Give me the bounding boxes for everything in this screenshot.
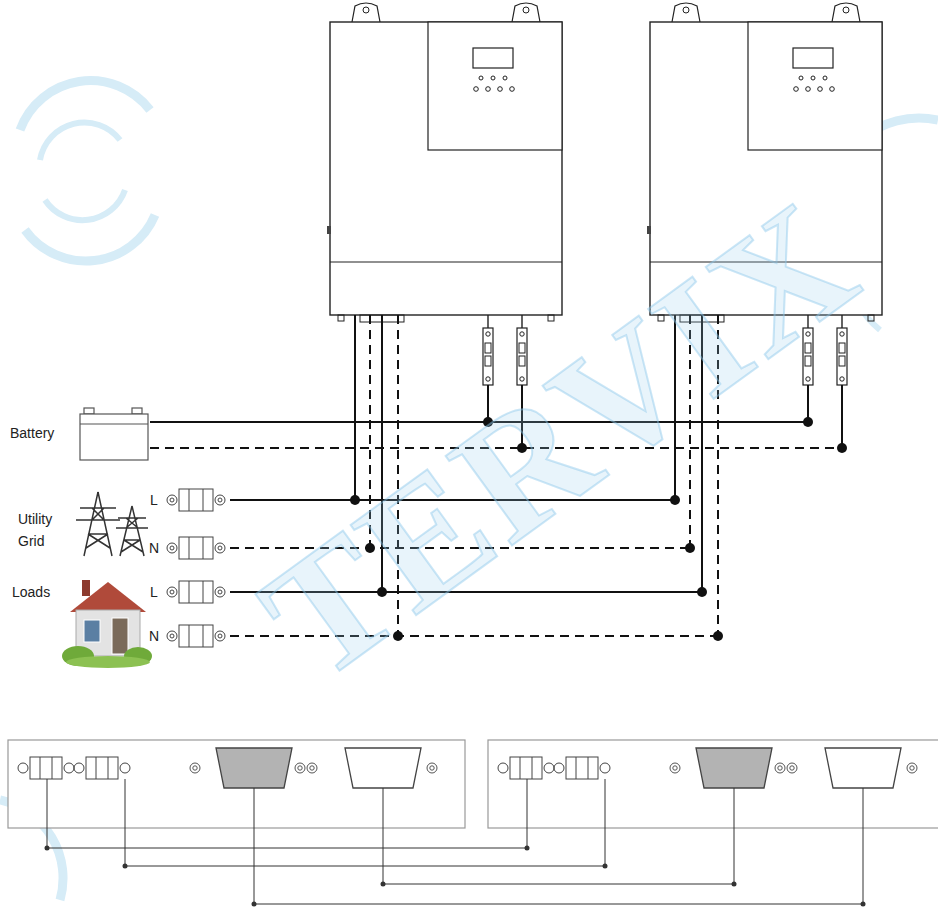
device-label: Utility Grid [18,508,68,552]
junction-dot [837,443,847,453]
junction-dot [803,417,813,427]
terminal-label: L [150,581,158,603]
wire [807,385,809,422]
junction-dot [713,631,723,641]
inverter-unit [327,3,562,385]
terminal-label: N [149,625,159,647]
battery-icon [80,408,148,460]
junction-dot [685,543,695,553]
cable-dot [45,846,866,907]
junction-dot [697,587,707,597]
watermark: TERVIX [235,172,884,709]
device-label: Loads [12,581,50,603]
wire [354,315,356,500]
device-label: Battery [10,422,54,444]
parallel-cable [47,779,863,904]
terminal-block [167,581,225,603]
junction-dot [670,495,680,505]
pylon-icon [76,492,148,556]
terminal-block [167,489,225,511]
terminal-block [167,625,225,647]
inverter-bottom-panel [8,740,465,828]
inverter-bottom-panel [488,740,938,828]
terminal-label: L [150,489,158,511]
terminal-label: N [149,537,159,559]
terminal-block [167,537,225,559]
wire [841,385,843,448]
house-icon [62,580,152,668]
